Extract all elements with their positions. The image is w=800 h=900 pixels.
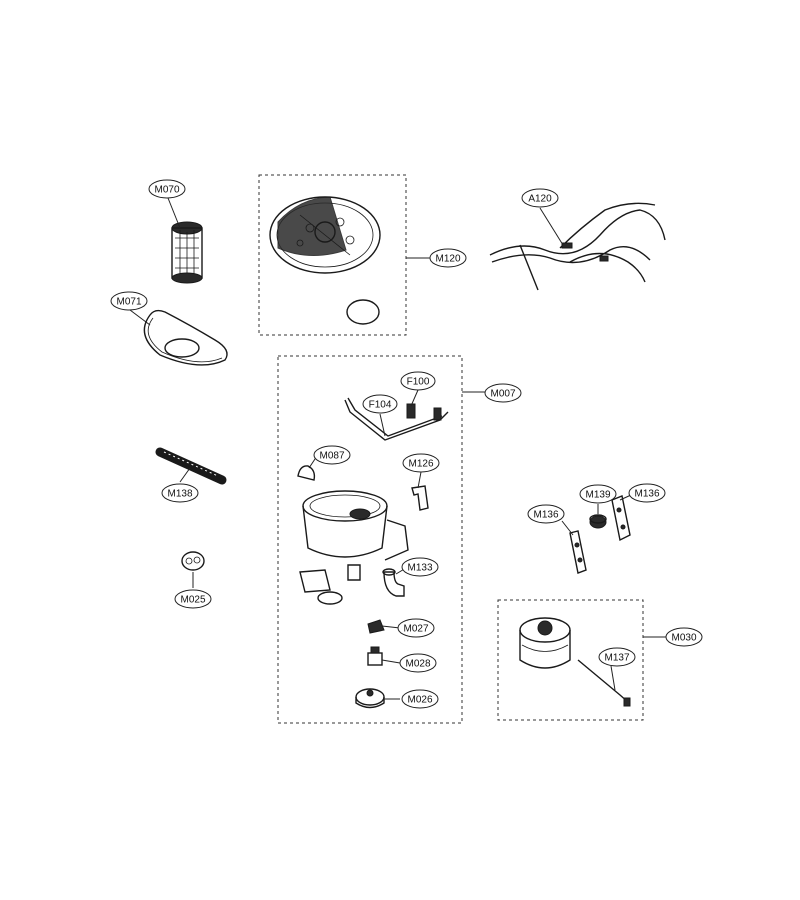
label-m137: M137	[604, 653, 629, 664]
callout-m138: M138	[161, 483, 199, 503]
label-f100: F100	[407, 377, 430, 388]
spray-disc-part	[269, 196, 381, 274]
callout-m136-left: M136	[527, 504, 565, 524]
callout-m126: M126	[402, 453, 440, 473]
wire-harness-part	[489, 202, 666, 291]
label-m070: M070	[154, 185, 179, 196]
callout-m070: M070	[148, 179, 186, 199]
hose-bracket-part	[411, 485, 429, 511]
label-m028: M028	[405, 659, 430, 670]
seal-ring-part	[346, 299, 380, 325]
callout-m026: M026	[401, 689, 439, 709]
callout-f104: F104	[362, 394, 398, 414]
label-m087: M087	[319, 451, 344, 462]
callout-f100: F100	[400, 371, 436, 391]
label-m071: M071	[116, 297, 141, 308]
small-cap-part	[181, 551, 205, 571]
callout-m025: M025	[174, 589, 212, 609]
small-bracket-part	[367, 619, 385, 634]
callout-m028: M028	[399, 653, 437, 673]
bracket-left-part	[569, 530, 587, 574]
label-m136-right: M136	[634, 489, 659, 500]
callout-m007: M007	[484, 383, 522, 403]
filter-gasket-plate-part	[143, 309, 228, 366]
callout-a120: A120	[521, 188, 559, 208]
cover-cap-part	[355, 688, 385, 709]
label-m030: M030	[671, 633, 696, 644]
label-m120: M120	[435, 254, 460, 265]
callout-m087: M087	[313, 445, 351, 465]
group-box-m030	[497, 599, 644, 721]
label-m139: M139	[585, 490, 610, 501]
group-box-m120	[258, 174, 407, 336]
label-a120: A120	[528, 194, 552, 205]
callout-m071: M071	[110, 291, 148, 311]
callout-m136-right: M136	[628, 483, 666, 503]
callout-m137: M137	[598, 647, 636, 667]
label-m136-left: M136	[533, 510, 558, 521]
filter-cylinder-part	[171, 221, 203, 284]
sump-assembly-part	[299, 490, 409, 605]
label-f104: F104	[369, 400, 392, 411]
callout-m133: M133	[401, 557, 439, 577]
group-box-m007	[277, 355, 463, 724]
callout-m027: M027	[397, 618, 435, 638]
bracket-right-part	[611, 495, 631, 542]
elbow-pipe-part	[382, 568, 405, 597]
label-m133: M133	[407, 563, 432, 574]
pump-motor-part	[519, 617, 571, 669]
grommet-part	[589, 514, 607, 529]
label-m126: M126	[408, 459, 433, 470]
label-m027: M027	[403, 624, 428, 635]
sensor-bracket-part	[344, 397, 449, 441]
clip-part	[297, 465, 316, 481]
label-m025: M025	[180, 595, 205, 606]
label-m026: M026	[407, 695, 432, 706]
callout-m120: M120	[429, 248, 467, 268]
label-m007: M007	[490, 389, 515, 400]
label-m138: M138	[167, 489, 192, 500]
callout-m139: M139	[579, 484, 617, 504]
sensor-part	[367, 646, 383, 666]
drain-hose-part	[155, 447, 227, 485]
callout-m030: M030	[665, 627, 703, 647]
motor-cable-part	[577, 659, 631, 707]
